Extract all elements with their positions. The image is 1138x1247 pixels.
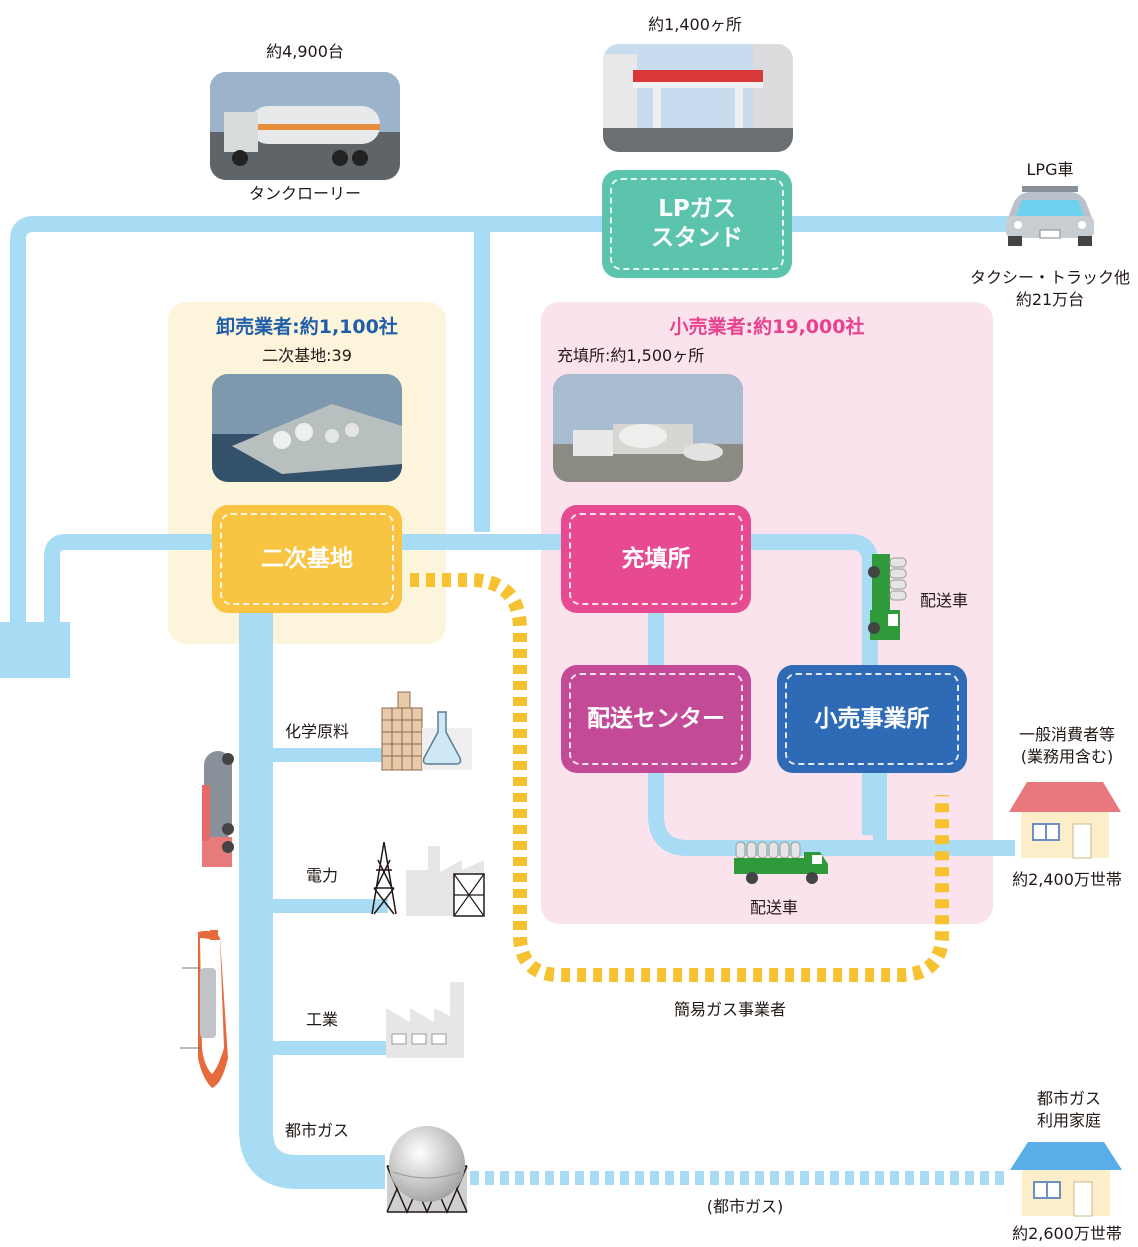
general-consumer-label-2: (業務用含む) [1020, 747, 1114, 766]
wholesale-title: 卸売業者:約1,100社 [216, 316, 398, 338]
city-gas-home-label-2: 利用家庭 [1036, 1111, 1102, 1130]
tank-lorry-caption: タンクローリー [248, 184, 362, 203]
rail-tank-car-icon [202, 751, 234, 867]
secondary-base-photo [212, 374, 402, 482]
lpg-car-title: LPG車 [1026, 160, 1074, 179]
car-icon [1006, 186, 1094, 246]
simple-gas-label: 簡易ガス事業者 [673, 1000, 787, 1019]
gas-stand-count: 約1,400ヶ所 [648, 15, 742, 34]
retail-title: 小売業者:約19,000社 [669, 316, 865, 338]
filling-station-box: 充填所 [561, 505, 751, 613]
delivery-truck-icon [868, 554, 907, 640]
power-label: 電力 [306, 866, 339, 885]
lpg-car-caption-1: タクシー・トラック他 [969, 268, 1131, 287]
retail-office-box: 小売事業所 [777, 665, 967, 773]
city-gas-home-count: 約2,600万世帯 [1012, 1224, 1122, 1243]
tank-lorry-photo [210, 72, 400, 180]
delivery-truck-icon-lower [734, 841, 828, 884]
filling-station-photo [553, 374, 743, 482]
city-gas-home-label-1: 都市ガス [1036, 1089, 1102, 1108]
general-consumer-count: 約2,400万世帯 [1012, 870, 1122, 889]
secondary-base-box: 二次基地 [212, 505, 402, 613]
tank-lorry-count: 約4,900台 [266, 42, 344, 61]
power-plant-icon [371, 841, 485, 917]
lp-gas-stand-box: LPガス スタンド [602, 170, 792, 278]
city-gas-paren-label: (都市ガス) [706, 1197, 784, 1216]
filling-station-count: 充填所:約1,500ヶ所 [557, 346, 705, 365]
house-icon-city-gas [1010, 1142, 1122, 1217]
lpg-car-caption-2: 約21万台 [1015, 290, 1085, 309]
chemical-label: 化学原料 [285, 722, 350, 741]
delivery-truck-lower-label: 配送車 [749, 898, 799, 917]
gas-holder-icon [386, 1126, 468, 1214]
tanker-ship-icon [180, 930, 228, 1088]
delivery-truck-upper-label: 配送車 [920, 591, 969, 610]
house-icon [1009, 782, 1121, 859]
chemical-plant-icon [381, 691, 472, 771]
gas-stand-photo [603, 44, 793, 152]
secondary-base-count: 二次基地:39 [262, 346, 352, 365]
delivery-center-box: 配送センター [561, 665, 751, 773]
city-gas-industry-label: 都市ガス [285, 1121, 350, 1140]
factory-icon [386, 982, 464, 1058]
industrial-label: 工業 [306, 1010, 339, 1029]
general-consumer-label-1: 一般消費者等 [1018, 725, 1116, 744]
